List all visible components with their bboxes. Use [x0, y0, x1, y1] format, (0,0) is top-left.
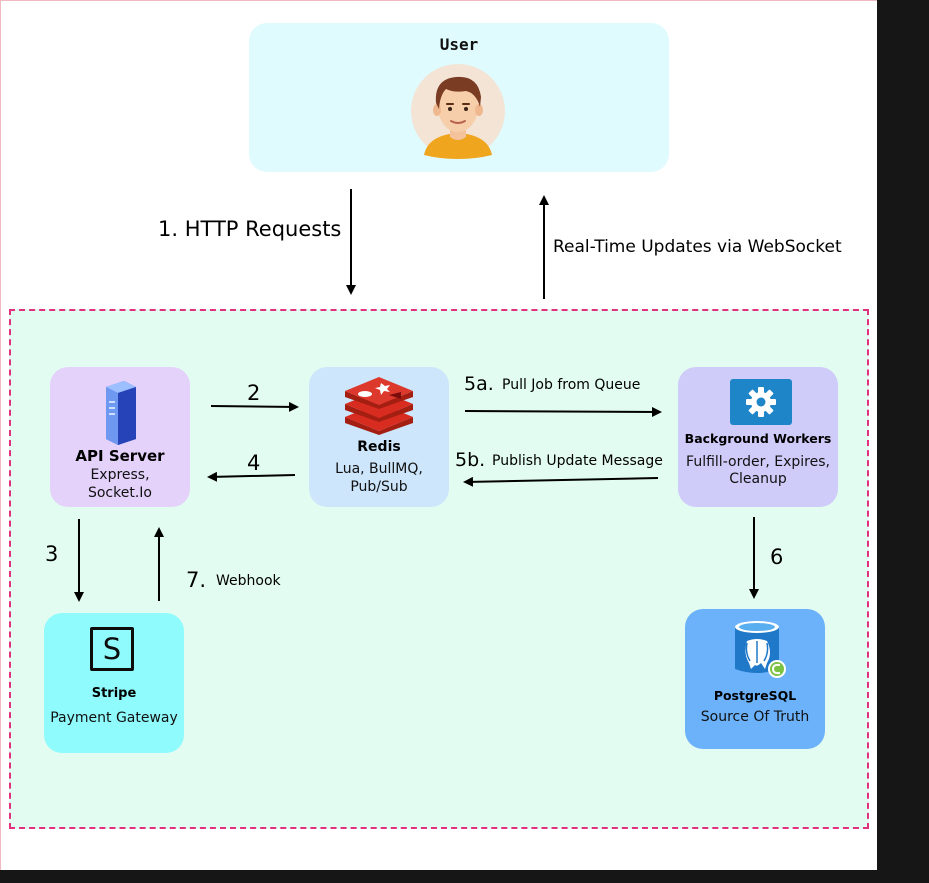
- api-server-node: API Server Express, Socket.Io: [50, 367, 190, 507]
- label-step3: 3: [45, 542, 59, 566]
- label-step5b-number: 5b.: [455, 449, 486, 471]
- redis-node: Redis Lua, BullMQ, Pub/Sub: [309, 367, 449, 507]
- arrows-layer: [74, 189, 759, 602]
- postgresql-node: PostgreSQL Source Of Truth: [685, 609, 825, 749]
- arrow-step4: [207, 471, 296, 482]
- stripe-title: Stripe: [91, 686, 137, 701]
- api-server-title: API Server: [75, 447, 165, 465]
- user-node: User: [249, 23, 669, 172]
- api-server-line2: Socket.Io: [87, 485, 152, 501]
- gear-icon: [730, 379, 792, 425]
- label-http-requests: 1. HTTP Requests: [158, 217, 342, 241]
- user-avatar-icon: [411, 64, 505, 159]
- arrow-step5a: [464, 406, 662, 417]
- label-step7-text: Webhook: [216, 573, 281, 589]
- stripe-node: S Stripe Payment Gateway: [44, 613, 184, 753]
- label-step5b-text: Publish Update Message: [492, 453, 663, 469]
- label-step5a-text: Pull Job from Queue: [502, 377, 641, 393]
- postgresql-line1: Source Of Truth: [700, 709, 810, 725]
- stripe-icon: S: [90, 627, 134, 671]
- arrow-step5b: [463, 476, 659, 487]
- api-server-line1: Express,: [90, 467, 150, 483]
- label-step6: 6: [770, 545, 784, 569]
- background-workers-line2: Cleanup: [729, 471, 787, 487]
- arrow-step2: [210, 401, 299, 412]
- user-title: User: [439, 35, 479, 54]
- diagram-canvas: User 1. H: [0, 0, 877, 870]
- redis-line1: Lua, BullMQ,: [335, 461, 423, 477]
- background-workers-node: Background Workers Fulfill-order, Expire…: [678, 367, 838, 507]
- background-workers-title: Background Workers: [684, 431, 832, 446]
- label-step2: 2: [247, 381, 261, 405]
- postgresql-title: PostgreSQL: [713, 688, 797, 703]
- label-realtime-updates: Real-Time Updates via WebSocket: [553, 237, 842, 257]
- redis-line2: Pub/Sub: [350, 479, 408, 495]
- label-step4: 4: [247, 451, 261, 475]
- stripe-line1: Payment Gateway: [50, 710, 178, 726]
- label-step5a-number: 5a.: [464, 373, 494, 395]
- postgresql-icon: [735, 621, 786, 678]
- server-icon: [106, 381, 136, 445]
- redis-icon: [345, 377, 413, 435]
- background-workers-line1: Fulfill-order, Expires,: [686, 454, 830, 470]
- label-step7-number: 7.: [186, 568, 207, 592]
- stripe-logo-letter: S: [102, 632, 122, 666]
- redis-title: Redis: [357, 439, 401, 455]
